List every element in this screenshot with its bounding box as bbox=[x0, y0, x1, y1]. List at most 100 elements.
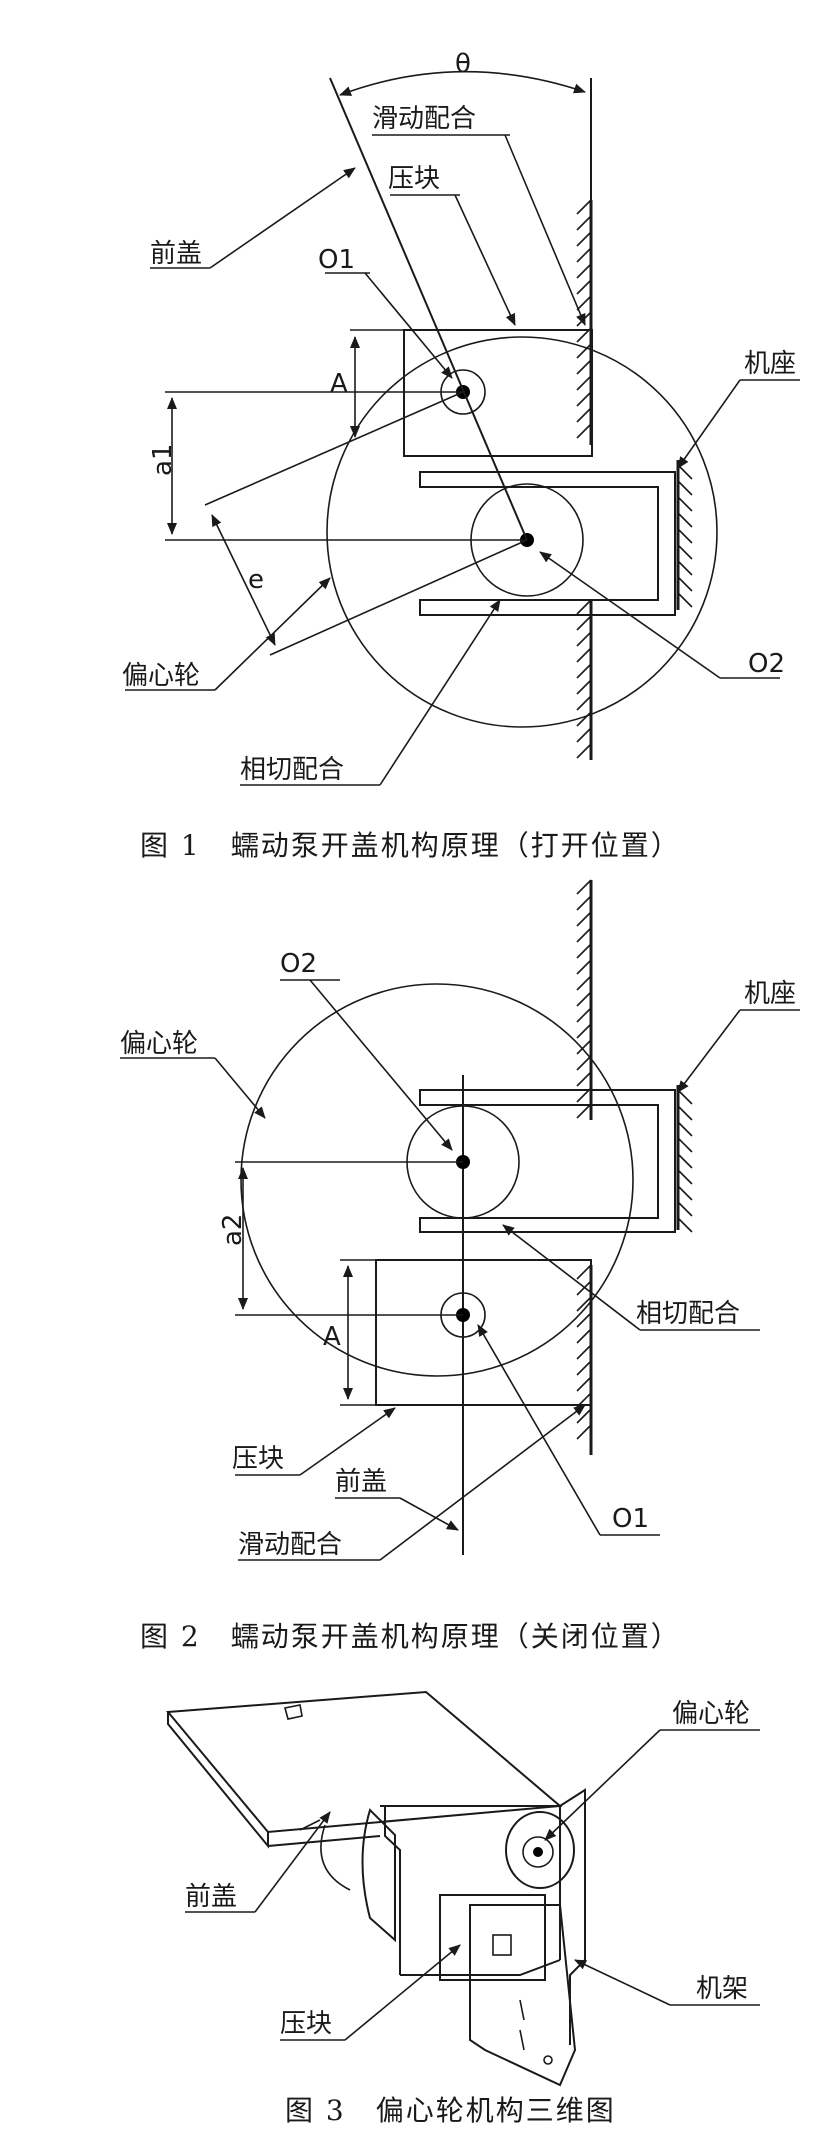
label-a-1: A bbox=[330, 369, 348, 399]
hatch-line bbox=[576, 743, 592, 759]
hatch-line bbox=[576, 615, 592, 631]
hatch-line bbox=[677, 1137, 693, 1153]
hatch-line bbox=[576, 975, 592, 991]
hatch-line bbox=[576, 199, 592, 215]
leader-frame-3 bbox=[574, 1959, 671, 2006]
press-block-1 bbox=[403, 329, 593, 457]
hatch-line bbox=[576, 959, 592, 975]
label-front-cover-2: 前盖 bbox=[335, 1467, 387, 1497]
hatch-line bbox=[576, 647, 592, 663]
front-cover-line-1 bbox=[329, 77, 528, 541]
leader-press-block bbox=[454, 194, 516, 326]
leader-base-1 bbox=[677, 379, 741, 469]
hatch-line bbox=[576, 1103, 592, 1119]
hatch-line bbox=[576, 375, 592, 391]
hatch-line bbox=[576, 631, 592, 647]
hatch-line bbox=[576, 247, 592, 263]
eccentric-wheel-1 bbox=[326, 336, 718, 728]
label-sliding-fit-1: 滑动配合 bbox=[372, 104, 476, 134]
label-e: e bbox=[248, 565, 264, 595]
leader-tangent-1 bbox=[379, 599, 501, 786]
leader-o2-2 bbox=[309, 979, 453, 1151]
leader-tangent-2 bbox=[502, 1224, 641, 1331]
hatch-line bbox=[677, 592, 693, 608]
hatch-line bbox=[576, 1264, 592, 1280]
leader-front-cover-3 bbox=[254, 1811, 331, 1913]
label-a1: a1 bbox=[148, 444, 178, 476]
label-front-cover-1: 前盖 bbox=[150, 239, 202, 269]
hatch-line bbox=[576, 1071, 592, 1087]
hatch-line bbox=[576, 407, 592, 423]
label-a2: a2 bbox=[218, 1214, 248, 1246]
label-eccentric-2: 偏心轮 bbox=[120, 1029, 198, 1059]
leader-o2-1 bbox=[539, 551, 721, 679]
base-2 bbox=[676, 1085, 693, 1233]
leader-o1-2 bbox=[477, 1324, 601, 1536]
hatch-line bbox=[576, 927, 592, 943]
wall-2 bbox=[576, 879, 593, 1455]
label-press-block-2: 压块 bbox=[232, 1444, 284, 1474]
hatch-line bbox=[576, 879, 592, 895]
assembly-3d-drawing bbox=[165, 1690, 586, 2087]
hatch-line bbox=[576, 1344, 592, 1360]
hatch-line bbox=[576, 599, 592, 615]
dim-e-ext2 bbox=[269, 539, 528, 656]
leader-eccentric-1 bbox=[214, 577, 331, 691]
label-frame-3: 机架 bbox=[696, 1974, 748, 2004]
hatch-line bbox=[576, 679, 592, 695]
hatch-line bbox=[576, 295, 592, 311]
base-1 bbox=[676, 460, 693, 610]
hatch-line bbox=[677, 576, 693, 592]
u-bracket-1 bbox=[419, 471, 676, 616]
hatch-line bbox=[576, 1312, 592, 1328]
leader-press-block-3 bbox=[344, 1944, 461, 2041]
label-eccentric-3: 偏心轮 bbox=[672, 1699, 750, 1729]
label-o1-1: O1 bbox=[318, 245, 355, 275]
hatch-line bbox=[576, 695, 592, 711]
hatch-line bbox=[677, 1105, 693, 1121]
hatch-line bbox=[576, 279, 592, 295]
caption-figure-3: 图 3 偏心轮机构三维图 bbox=[285, 2094, 616, 2127]
hatch-line bbox=[677, 480, 693, 496]
label-press-block-1: 压块 bbox=[388, 164, 440, 194]
label-a-2: A bbox=[323, 1322, 341, 1352]
hatch-line bbox=[677, 1185, 693, 1201]
leader-o1 bbox=[364, 272, 453, 379]
caption-figure-1: 图 1 蠕动泵开盖机构原理（打开位置） bbox=[140, 829, 681, 862]
hatch-line bbox=[576, 1055, 592, 1071]
hatch-line bbox=[576, 1376, 592, 1392]
hatch-line bbox=[576, 1296, 592, 1312]
hatch-line bbox=[576, 711, 592, 727]
label-o2-1: O2 bbox=[748, 649, 785, 679]
figure-2: O2 机座 偏心轮 a2 A 相切配合 压块 前盖 O1 bbox=[120, 879, 800, 1653]
hatch-line bbox=[677, 1153, 693, 1169]
leader-sliding-fit-2 bbox=[379, 1404, 586, 1561]
hatch-line bbox=[576, 343, 592, 359]
label-base-1: 机座 bbox=[744, 349, 796, 379]
caption-figure-2: 图 2 蠕动泵开盖机构原理（关闭位置） bbox=[140, 1620, 681, 1653]
leader-base-2 bbox=[677, 1009, 741, 1093]
wall-1 bbox=[576, 199, 593, 760]
label-tangent-1: 相切配合 bbox=[240, 755, 344, 785]
theta-arc bbox=[339, 70, 586, 96]
leader-sliding-fit bbox=[504, 134, 586, 326]
hatch-line bbox=[576, 231, 592, 247]
label-eccentric-1: 偏心轮 bbox=[122, 661, 200, 691]
dim-e-ext1 bbox=[204, 391, 464, 506]
hatch-line bbox=[677, 560, 693, 576]
leader-eccentric-2 bbox=[214, 1057, 266, 1119]
label-press-block-3: 压块 bbox=[280, 2009, 332, 2039]
dim-e-arrow bbox=[211, 514, 276, 646]
hatch-line bbox=[576, 943, 592, 959]
hatch-line bbox=[576, 1408, 592, 1424]
hatch-line bbox=[576, 663, 592, 679]
hatch-line bbox=[677, 544, 693, 560]
hatch-line bbox=[576, 1328, 592, 1344]
leader-press-block-2 bbox=[299, 1407, 396, 1476]
hatch-line bbox=[576, 359, 592, 375]
hatch-line bbox=[677, 1089, 693, 1105]
hatch-line bbox=[677, 1217, 693, 1233]
hatch-line bbox=[576, 215, 592, 231]
hatch-line bbox=[576, 991, 592, 1007]
